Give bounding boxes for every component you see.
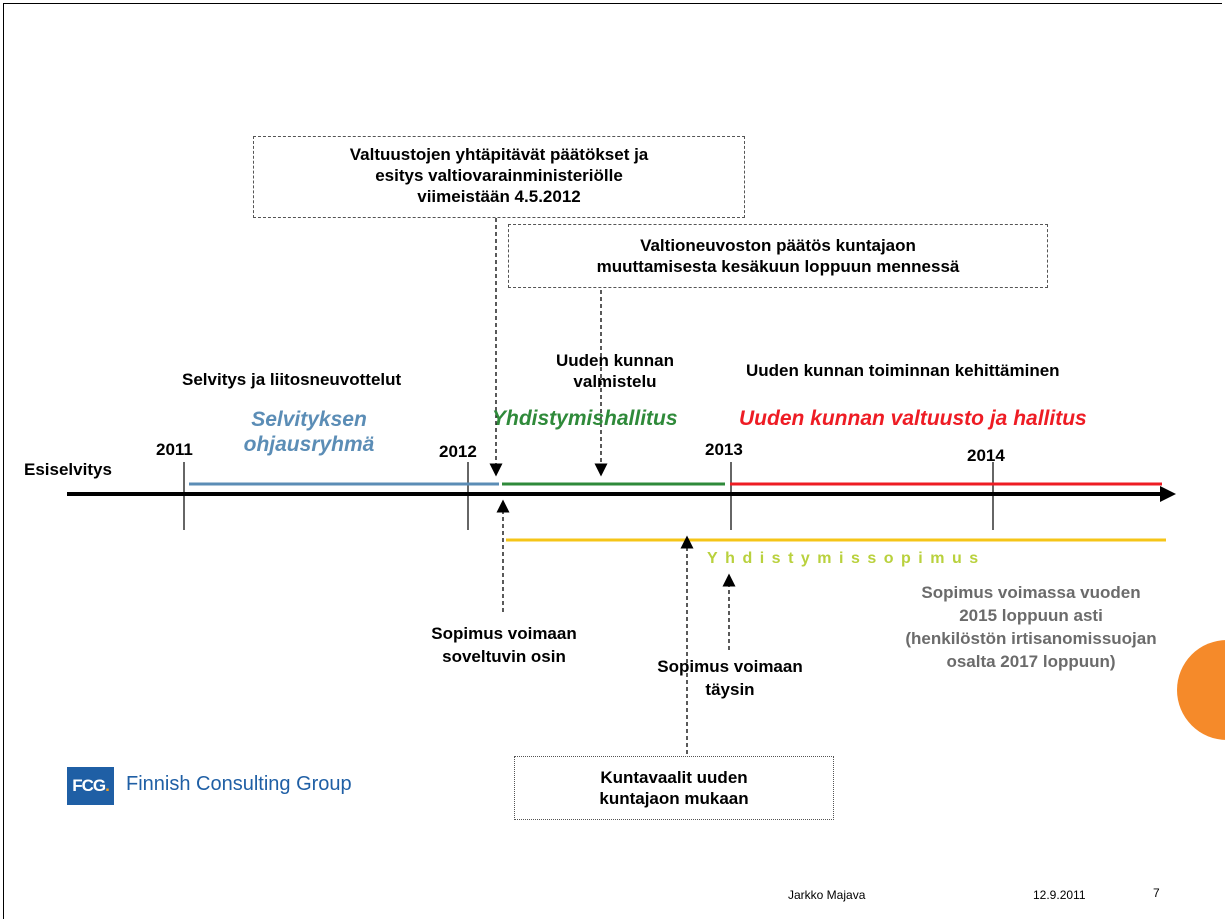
company-name: Finnish Consulting Group <box>126 773 352 795</box>
soveltuvin-line-1: Sopimus voimaan <box>431 624 577 643</box>
kuntavaalit-line-1: Kuntavaalit uuden <box>600 768 748 787</box>
valtuusto-label: Uuden kunnan valtuusto ja hallitus <box>739 407 1087 430</box>
fcg-logo: FCG. <box>67 767 114 805</box>
footer-author: Jarkko Majava <box>788 888 866 902</box>
valtioneuvosto-box: Valtioneuvoston päätös kuntajaon muuttam… <box>508 224 1048 288</box>
kuntavaalit-line-2: kuntajaon mukaan <box>599 789 749 808</box>
taysin-line-1: Sopimus voimaan <box>657 657 803 676</box>
soveltuvin-label: Sopimus voimaan soveltuvin osin <box>392 622 616 668</box>
top-decision-line-1: Valtuustojen yhtäpitävät päätökset ja <box>349 145 649 164</box>
yhdistymissopimus-label: Yhdistymissopimus <box>707 550 986 567</box>
ohjausryhma-line-1: Selvityksen <box>251 408 367 431</box>
slide-frame <box>3 3 1222 919</box>
voimassa-line-3: (henkilöstön irtisanomissuojan <box>905 629 1157 648</box>
voimassa-line-1: Sopimus voimassa vuoden <box>921 583 1141 602</box>
taysin-label: Sopimus voimaan täysin <box>615 655 845 701</box>
valmistelu-line-2: valmistelu <box>573 372 657 391</box>
uuden-kunnan-valmistelu-label: Uuden kunnan valmistelu <box>530 350 700 392</box>
top-decision-line-2: esitys valtiovarainministeriölle <box>375 166 623 185</box>
voimassa-label: Sopimus voimassa vuoden 2015 loppuun ast… <box>856 581 1206 673</box>
year-2011: 2011 <box>156 440 193 459</box>
toiminnan-kehittaminen-label: Uuden kunnan toiminnan kehittäminen <box>746 361 1060 380</box>
ohjausryhma-label: Selvityksen ohjausryhmä <box>224 407 394 457</box>
year-2014: 2014 <box>967 446 1005 465</box>
selvitys-label: Selvitys ja liitosneuvottelut <box>182 370 402 389</box>
taysin-line-2: täysin <box>705 680 755 699</box>
yhdistymishallitus-label: Yhdistymishallitus <box>492 407 678 430</box>
timeline-arrowhead <box>1160 486 1176 502</box>
voimassa-line-4: osalta 2017 loppuun) <box>946 652 1116 671</box>
kuntavaalit-box: Kuntavaalit uuden kuntajaon mukaan <box>514 756 834 820</box>
voimassa-line-2: 2015 loppuun asti <box>959 606 1103 625</box>
soveltuvin-line-2: soveltuvin osin <box>442 647 566 666</box>
esiselvitys-label: Esiselvitys <box>24 460 112 479</box>
valtioneuvosto-line-1: Valtioneuvoston päätös kuntajaon <box>640 236 916 255</box>
ohjausryhma-line-2: ohjausryhmä <box>243 433 375 456</box>
valmistelu-line-1: Uuden kunnan <box>555 351 675 370</box>
year-2012: 2012 <box>439 442 477 461</box>
footer-page-number: 7 <box>1153 886 1160 900</box>
year-2013: 2013 <box>705 440 743 459</box>
fcg-logo-dot: . <box>105 776 110 795</box>
top-decision-box: Valtuustojen yhtäpitävät päätökset ja es… <box>253 136 745 218</box>
valtioneuvosto-line-2: muuttamisesta kesäkuun loppuun mennessä <box>596 257 960 276</box>
top-decision-line-3: viimeistään 4.5.2012 <box>417 187 581 206</box>
footer-date: 12.9.2011 <box>1033 888 1086 902</box>
fcg-logo-mark: FCG <box>72 776 106 795</box>
